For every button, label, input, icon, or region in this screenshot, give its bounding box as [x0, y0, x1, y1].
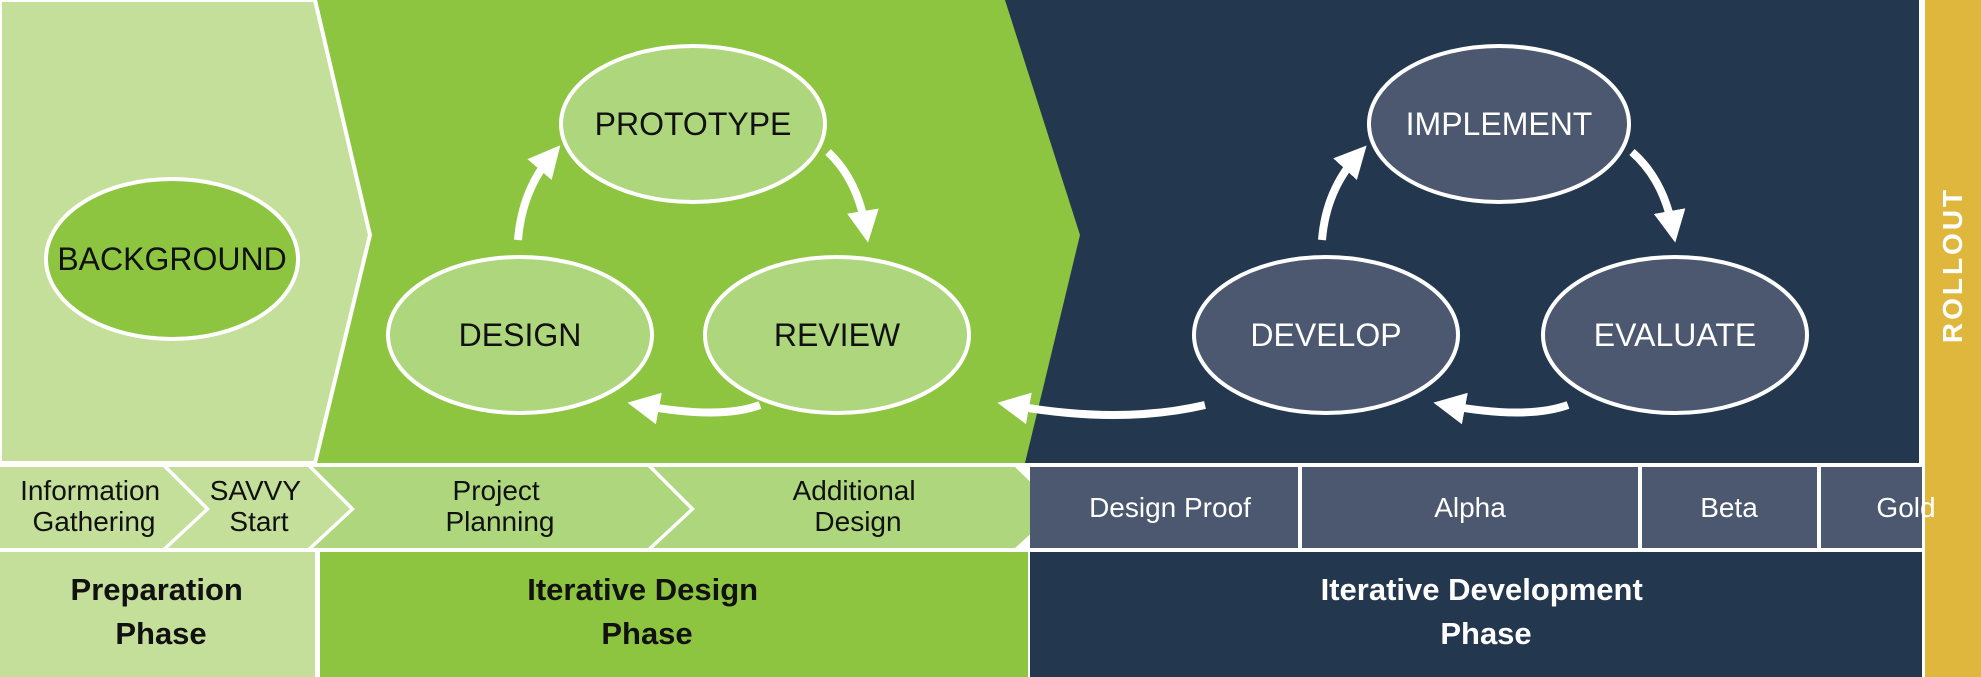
- arrow-prototype-to-review: [825, 149, 879, 243]
- step-project-planning: [313, 467, 690, 548]
- development-phase-label: Iterative Development Phase: [1321, 572, 1652, 651]
- node-review-label: REVIEW: [774, 317, 901, 353]
- step-beta-label: Beta: [1700, 492, 1758, 523]
- arrow-design-to-prototype: [514, 145, 561, 241]
- node-review: [703, 255, 971, 415]
- step-information-gathering: [0, 467, 205, 548]
- step-gold-label: Gold: [1876, 492, 1935, 523]
- node-evaluate: [1541, 255, 1809, 415]
- preparation-phase-label: Preparation Phase: [71, 572, 252, 651]
- step-additional-design-label: Additional Design: [793, 475, 924, 537]
- step-information-gathering-label: Information Gathering: [20, 475, 168, 537]
- step-alpha: [1302, 467, 1638, 548]
- step-project-planning-label: Project Planning: [446, 475, 555, 537]
- node-prototype: [559, 44, 827, 204]
- step-gold: [1821, 467, 1922, 548]
- step-additional-design: [653, 467, 1058, 548]
- arrow-evaluate-to-develop: [1433, 392, 1570, 425]
- step-beta: [1642, 467, 1817, 548]
- design-phase-label: Iterative Design Phase: [527, 572, 767, 651]
- node-background: [44, 177, 300, 341]
- step-savvy-start-label: SAVVY Start: [210, 475, 309, 537]
- arrow-implement-to-evaluate: [1629, 148, 1686, 243]
- node-prototype-label: PROTOTYPE: [595, 106, 792, 142]
- node-develop: [1192, 255, 1460, 415]
- step-design-proof: [1030, 467, 1298, 548]
- arrow-review-to-design: [627, 392, 762, 425]
- step-design-proof-label: Design Proof: [1089, 492, 1251, 523]
- preparation-phase-band: [0, 552, 315, 677]
- node-background-label: BACKGROUND: [57, 241, 286, 277]
- step-alpha-label: Alpha: [1434, 492, 1506, 523]
- step-savvy-start: [168, 467, 350, 548]
- node-design: [386, 255, 654, 415]
- arrow-develop-to-review: [997, 392, 1206, 425]
- arrow-develop-to-implement: [1318, 145, 1367, 241]
- node-implement-label: IMPLEMENT: [1406, 106, 1593, 142]
- node-implement: [1367, 44, 1631, 204]
- node-develop-label: DEVELOP: [1250, 317, 1401, 353]
- design-phase-band: [320, 552, 1028, 677]
- node-design-label: DESIGN: [459, 317, 582, 353]
- node-evaluate-label: EVALUATE: [1594, 317, 1756, 353]
- rollout-band: [1922, 0, 1981, 677]
- development-phase-band: [1030, 552, 1922, 677]
- rollout-label: ROLLOUT: [1937, 187, 1968, 343]
